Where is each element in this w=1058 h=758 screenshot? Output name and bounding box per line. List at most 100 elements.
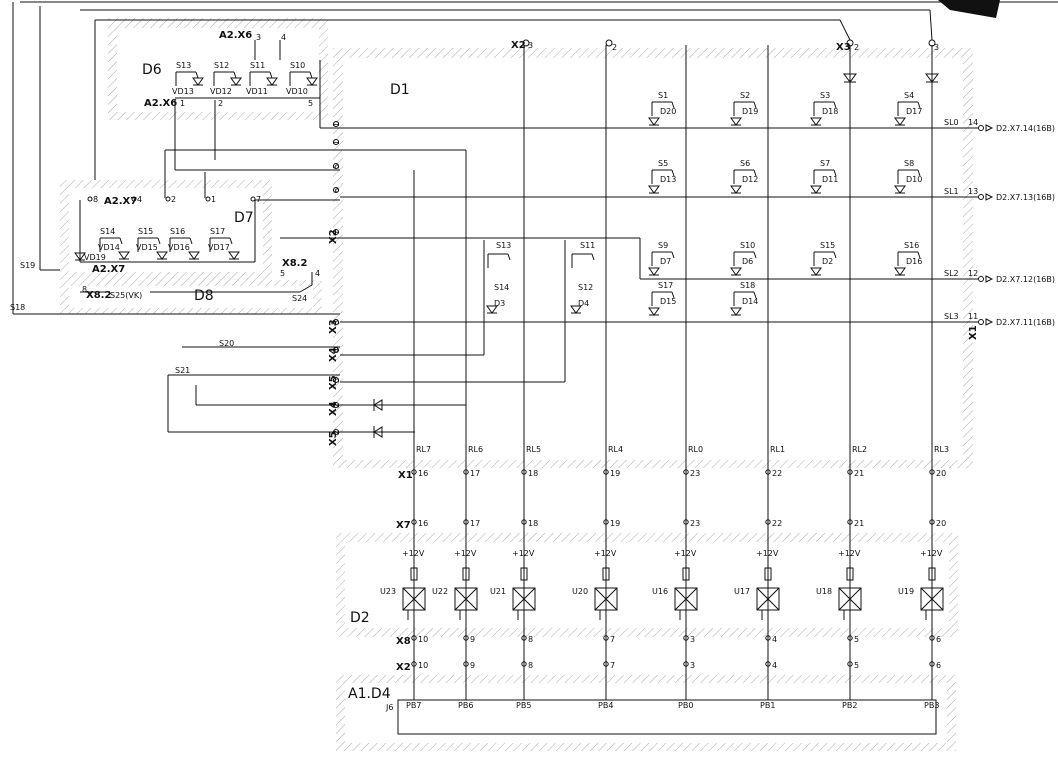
connector-terminal (683, 519, 689, 525)
d7-switch (99, 237, 123, 252)
connector-terminal (603, 635, 609, 641)
conn-a2x6-top: A2.X6 (219, 30, 252, 41)
matrix-diode-label: D4 (578, 299, 589, 308)
d6-switch (249, 71, 273, 86)
connector-pin-number: 8 (528, 635, 533, 644)
connector-terminal (521, 661, 527, 667)
d1-terminal (333, 187, 339, 193)
matrix-switch-label: S17 (658, 281, 673, 290)
d8-pin-4: 4 (315, 269, 320, 278)
connector-terminal (683, 635, 689, 641)
arrow-icon (985, 124, 994, 132)
d6-pin-2: 2 (218, 99, 223, 108)
connector-pin-number: 18 (528, 519, 538, 528)
scan-line-destination: D2.X7.13(16B) (996, 193, 1055, 202)
connector-pin-number: 4 (772, 661, 777, 670)
block-a1d4-frame (336, 675, 956, 751)
matrix-diode-icon (570, 305, 582, 314)
optocoupler-label: U20 (572, 587, 588, 596)
port-label: PB6 (458, 701, 473, 710)
label-d6: D6 (142, 62, 162, 78)
d1-terminal (333, 319, 339, 325)
matrix-diode-label: D19 (742, 107, 758, 116)
d8-pin-5: 5 (280, 269, 285, 278)
arrow-icon (985, 318, 994, 326)
d6-pin-3: 3 (256, 33, 261, 42)
d6-diode-label: VD13 (172, 87, 194, 96)
d6-diode-icon (266, 77, 278, 86)
port-label: PB7 (406, 701, 421, 710)
return-line-label: RL0 (688, 445, 703, 454)
matrix-diode-label: D20 (660, 107, 676, 116)
conn-x7-bot: X7 (396, 520, 411, 531)
connector-terminal (463, 519, 469, 525)
matrix-diode-icon (810, 267, 822, 276)
matrix-diode-icon (894, 185, 906, 194)
scan-line-terminal (978, 194, 984, 200)
connector-pin-number: 18 (528, 469, 538, 478)
d7-diode-label: VD19 (84, 253, 106, 262)
matrix-switch-label: S7 (820, 159, 830, 168)
optocoupler-icon (594, 587, 618, 620)
block-d2-frame (336, 533, 958, 637)
scan-line-destination: D2.X7.11(16B) (996, 318, 1055, 327)
d7-switch (209, 237, 233, 252)
scan-line-pin: 13 (968, 187, 978, 196)
matrix-diode-label: D17 (906, 107, 922, 116)
matrix-switch-label: S4 (904, 91, 914, 100)
connector-terminal (765, 469, 771, 475)
matrix-diode-icon (730, 185, 742, 194)
conn-a2x7-a: A2.X7 (104, 196, 137, 207)
supply-label: +12V (838, 549, 861, 558)
d7-wiring (79, 200, 256, 263)
arrow-icon (985, 275, 994, 283)
optocoupler-label: U23 (380, 587, 396, 596)
port-label: PB5 (516, 701, 531, 710)
matrix-diode-icon (648, 185, 660, 194)
supply-label: +12V (756, 549, 779, 558)
d1-connector-label: X5 (328, 375, 339, 390)
scan-line-name: SL0 (944, 118, 959, 127)
d1-terminal (333, 121, 339, 127)
d6-pin-5: 5 (308, 99, 313, 108)
d6-switch (289, 71, 313, 86)
d7-diode-icon (228, 251, 240, 260)
d7-diode-label: VD17 (208, 243, 230, 252)
pin-x3-top: 2 (854, 43, 859, 52)
matrix-diode-icon (486, 305, 498, 314)
matrix-diode-icon (894, 117, 906, 126)
d7-diode-label: VD16 (168, 243, 190, 252)
d6-pin-1: 1 (180, 99, 185, 108)
conn-x2-top: X2 (511, 40, 526, 51)
label-a1d4: A1.D4 (348, 686, 391, 702)
d7-diode-label: VD15 (136, 243, 158, 252)
top-diodes (843, 73, 939, 83)
d7-switch (137, 237, 161, 252)
d6-switch (213, 71, 237, 86)
d1-terminal (333, 139, 339, 145)
optocoupler-icon (920, 587, 944, 620)
matrix-switch (651, 169, 675, 184)
matrix-switch (733, 169, 757, 184)
matrix-diode-icon (810, 117, 822, 126)
connector-terminal (683, 469, 689, 475)
matrix-diode-label: D12 (742, 175, 758, 184)
d7-switch-label: S15 (138, 227, 153, 236)
port-label: PB0 (678, 701, 693, 710)
connector-terminal (411, 469, 417, 475)
connector-pin-number: 4 (772, 635, 777, 644)
matrix-diode-icon (730, 117, 742, 126)
scan-line-terminal (978, 319, 984, 325)
d6-wiring (175, 40, 340, 129)
supply-label: +12V (594, 549, 617, 558)
resistor-icon (520, 567, 528, 581)
d1-pin-number: 7 (332, 230, 341, 235)
d1-pin-number: 1 (332, 122, 341, 127)
return-line-label: RL5 (526, 445, 541, 454)
matrix-diode-icon (648, 117, 660, 126)
matrix-switch (897, 101, 921, 116)
connector-terminal (765, 635, 771, 641)
d1-terminal (333, 229, 339, 235)
matrix-diode-label: D6 (742, 257, 753, 266)
